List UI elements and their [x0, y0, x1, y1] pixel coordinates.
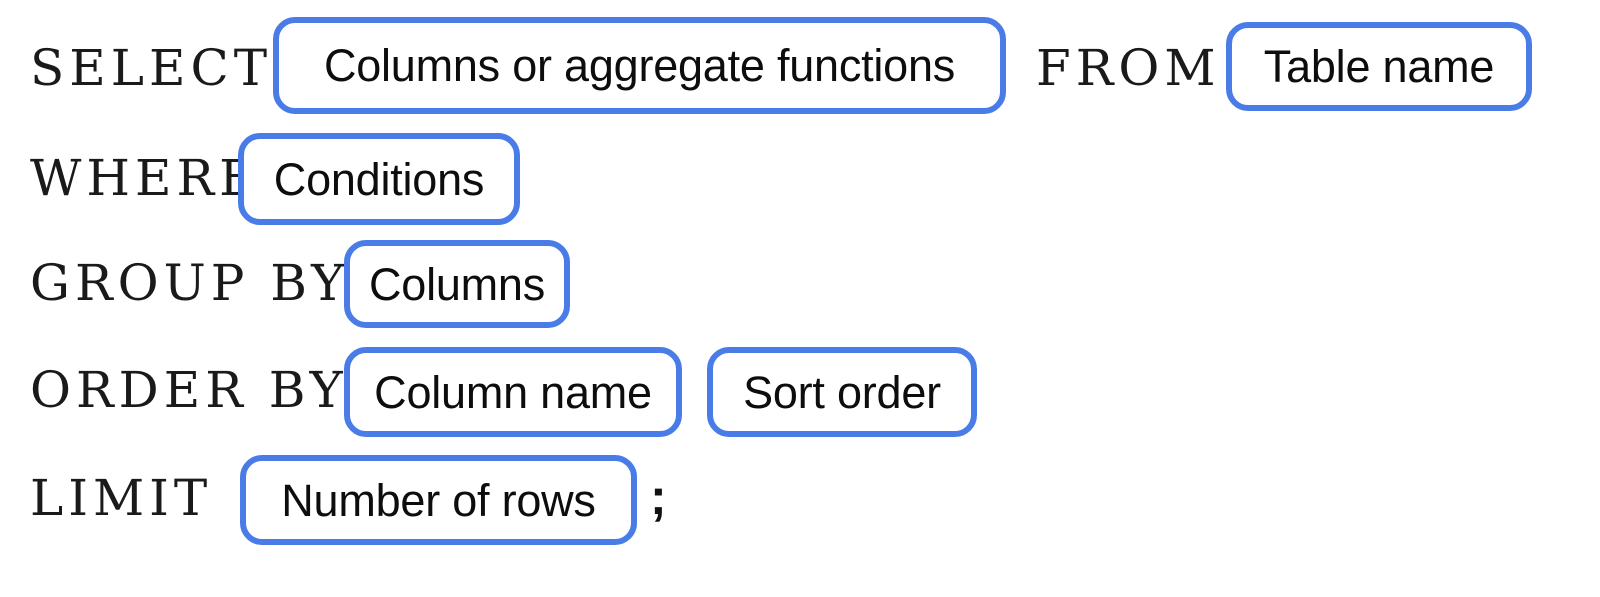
slot-limit-rows-label: Number of rows	[281, 474, 596, 526]
keyword-where: WHERE	[30, 149, 261, 207]
slot-from-table[interactable]: Table name	[1226, 22, 1532, 111]
slot-select-columns-label: Columns or aggregate functions	[323, 40, 956, 91]
slot-select-columns[interactable]: Columns or aggregate functions	[273, 17, 1006, 114]
slot-group-by-columns[interactable]: Columns	[344, 240, 570, 328]
slot-where-conditions[interactable]: Conditions	[238, 133, 520, 225]
slot-order-by-column[interactable]: Column name	[344, 347, 682, 437]
keyword-group-by: GROUP BY	[30, 254, 350, 312]
slot-order-by-sort-order[interactable]: Sort order	[707, 347, 977, 437]
slot-order-by-sort-order-label: Sort order	[743, 366, 941, 418]
keyword-select: SELECT	[30, 39, 273, 97]
slot-group-by-columns-label: Columns	[369, 258, 545, 310]
slot-limit-rows[interactable]: Number of rows	[240, 455, 637, 545]
keyword-limit: LIMIT	[30, 469, 213, 527]
slot-from-table-label: Table name	[1263, 41, 1495, 92]
slot-order-by-column-label: Column name	[374, 366, 652, 418]
slot-where-conditions-label: Conditions	[273, 153, 485, 205]
keyword-order-by: ORDER BY	[30, 361, 348, 419]
keyword-from: FROM	[1036, 39, 1221, 97]
statement-terminator: ;	[650, 469, 667, 525]
